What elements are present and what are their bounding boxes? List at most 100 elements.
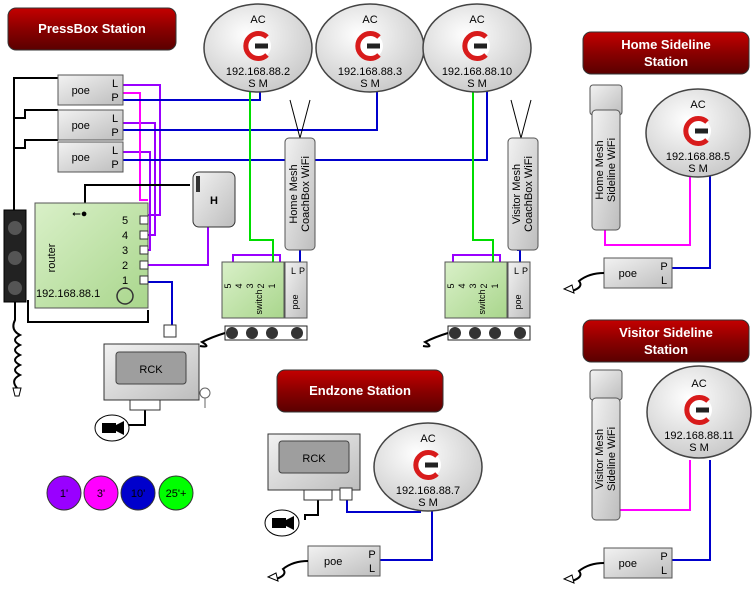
switch-poe-label: poe (513, 294, 523, 309)
access-point: AC 192.168.88.5S M (645, 88, 751, 178)
router-port-label: 4 (122, 230, 128, 242)
svg-text:RCK: RCK (139, 364, 163, 376)
svg-text:L: L (291, 266, 296, 276)
legend-item: 3' (83, 475, 119, 511)
ap-logo-icon (685, 118, 711, 144)
ap-ports-label: S M (689, 442, 709, 454)
ap-ip-label: 192.168.88.3 (338, 66, 402, 78)
svg-text:Sideline WiFi: Sideline WiFi (606, 427, 618, 491)
ap-ip-label: 192.168.88.11 (664, 430, 734, 442)
poe-label: poe (619, 268, 637, 280)
ap-logo-icon (245, 33, 271, 59)
power-strip (3, 209, 27, 397)
access-point: AC 192.168.88.3S M (315, 3, 425, 93)
svg-text:P: P (111, 159, 118, 171)
station-title-endzone: Endzone Station (276, 369, 444, 413)
ap-logo-icon (357, 33, 383, 59)
camera-icon (94, 414, 130, 442)
ap-logo-icon (415, 452, 441, 478)
svg-text:P: P (522, 266, 528, 276)
ap-type-label: AC (250, 14, 265, 26)
svg-text:1: 1 (490, 283, 500, 288)
svg-text:2: 2 (479, 283, 489, 288)
svg-text:Home Mesh: Home Mesh (594, 140, 606, 199)
svg-text:3: 3 (245, 283, 255, 288)
svg-text:3: 3 (468, 283, 478, 288)
svg-text:P: P (111, 92, 118, 104)
cable-length-legend: 1'3'10'25'+ (46, 475, 194, 511)
svg-text:Home Sideline: Home Sideline (621, 37, 711, 52)
poe-injector: poe LP (57, 74, 124, 106)
camera-icon (264, 509, 300, 537)
svg-text:L: L (661, 275, 667, 287)
svg-text:4: 4 (234, 283, 244, 288)
ap-type-label: AC (420, 433, 435, 445)
ap-ports-label: S M (467, 78, 487, 90)
svg-text:PressBox Station: PressBox Station (38, 21, 146, 36)
svg-text:Station: Station (644, 54, 688, 69)
legend-item: 10' (120, 475, 156, 511)
svg-text:L: L (112, 145, 118, 157)
poe-label: poe (72, 152, 90, 164)
svg-text:10': 10' (131, 488, 145, 500)
ap-type-label: AC (690, 99, 705, 111)
ap-ip-label: 192.168.88.2 (226, 66, 290, 78)
poe-label: poe (72, 85, 90, 97)
poe-injector: poe LP (57, 141, 124, 173)
router-port-label: 3 (122, 245, 128, 257)
ap-logo-icon (464, 33, 490, 59)
svg-text:Station: Station (644, 342, 688, 357)
svg-text:L: L (369, 563, 375, 575)
ap-logo-icon (686, 397, 712, 423)
svg-text:P: P (111, 127, 118, 139)
svg-text:2: 2 (256, 283, 266, 288)
ap-ip-label: 192.168.88.5 (666, 151, 730, 163)
rck-pressbox: RCK (103, 324, 211, 411)
svg-text:Home Mesh: Home Mesh (288, 164, 300, 223)
svg-text:P: P (299, 266, 305, 276)
ap-ip-label: 192.168.88.10 (442, 66, 512, 78)
svg-text:Visitor Mesh: Visitor Mesh (511, 164, 523, 224)
poe-label: poe (72, 120, 90, 132)
svg-text:4: 4 (457, 283, 467, 288)
switch-poe-label: poe (290, 294, 300, 309)
poe-injector: poe LP (57, 109, 124, 141)
svg-text:P: P (660, 551, 667, 563)
svg-text:L: L (112, 78, 118, 90)
router-port-label: 5 (122, 215, 128, 227)
poe-label: poe (619, 558, 637, 570)
svg-text:1: 1 (267, 283, 277, 288)
router-port-label: 1 (122, 275, 128, 287)
ap-type-label: AC (362, 14, 377, 26)
svg-text:3': 3' (97, 488, 105, 500)
switch-label: switch (254, 289, 264, 314)
svg-text:Visitor Mesh: Visitor Mesh (594, 429, 606, 489)
svg-text:P: P (368, 549, 375, 561)
svg-text:P: P (660, 261, 667, 273)
ap-ports-label: S M (418, 497, 438, 509)
station-title-home-sideline: Home Sideline Station (582, 31, 750, 75)
svg-text:L: L (514, 266, 519, 276)
svg-text:L: L (112, 113, 118, 125)
svg-text:H: H (210, 195, 218, 207)
legend-item: 25'+ (158, 475, 194, 511)
hub: H (192, 171, 236, 228)
ap-ports-label: S M (360, 78, 380, 90)
ap-ports-label: S M (688, 163, 708, 175)
